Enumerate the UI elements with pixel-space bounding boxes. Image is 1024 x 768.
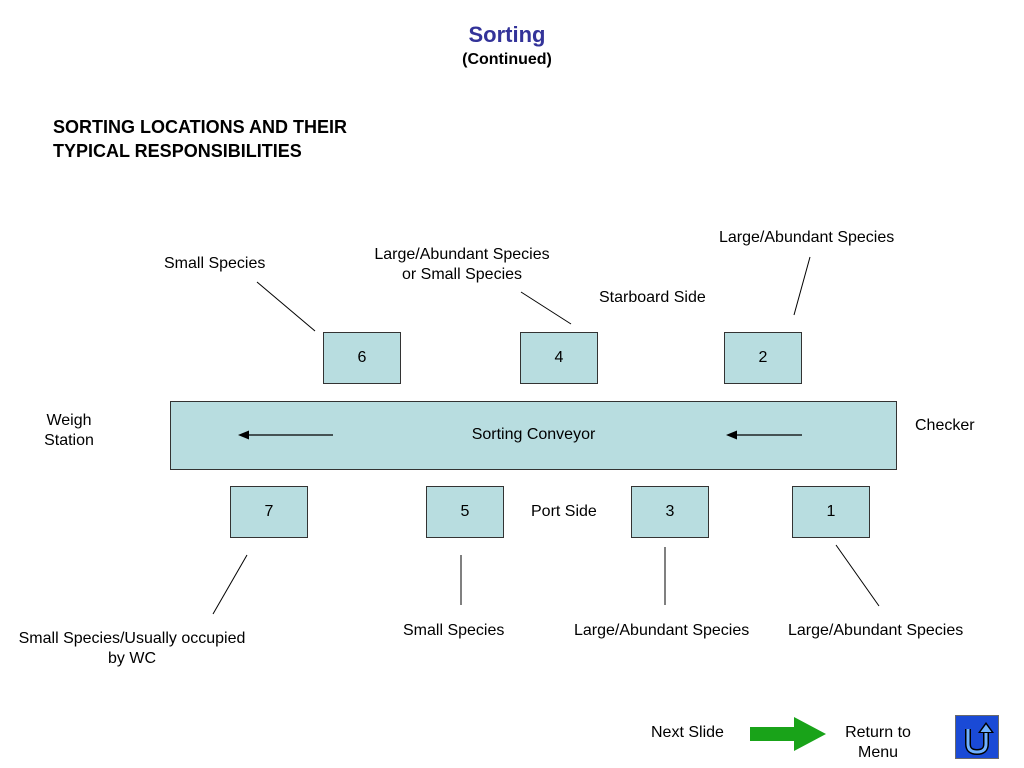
section-heading-line1: SORTING LOCATIONS AND THEIR bbox=[53, 117, 347, 137]
station-2: 2 bbox=[724, 332, 802, 384]
weigh-station-line1: Weigh bbox=[46, 412, 92, 429]
callout-station-6: Small Species bbox=[164, 255, 266, 272]
station-5-number: 5 bbox=[460, 503, 470, 520]
callout-station-2: Large/Abundant Species bbox=[719, 229, 895, 246]
station-6: 6 bbox=[323, 332, 401, 384]
station-1-number: 1 bbox=[826, 503, 836, 520]
return-to-menu-line1: Return to bbox=[845, 724, 911, 741]
station-4-number: 4 bbox=[554, 349, 564, 366]
next-slide-label: Next Slide bbox=[651, 724, 724, 741]
callout-station-7-line2: by WC bbox=[108, 650, 156, 667]
starboard-side-label: Starboard Side bbox=[599, 289, 706, 306]
section-heading: SORTING LOCATIONS AND THEIR TYPICAL RESP… bbox=[53, 115, 413, 163]
connector-1 bbox=[835, 544, 880, 607]
slide-title: Sorting bbox=[468, 22, 546, 47]
u-turn-arrow-icon bbox=[965, 722, 994, 756]
callout-station-4-line1: Large/Abundant Species bbox=[374, 246, 550, 263]
callout-station-7: Small Species/Usually occupied by WC bbox=[2, 629, 262, 669]
station-7: 7 bbox=[230, 486, 308, 538]
callout-station-4: Large/Abundant Species or Small Species bbox=[352, 245, 572, 285]
station-7-number: 7 bbox=[264, 503, 274, 520]
conveyor-arrowhead-left bbox=[238, 430, 249, 440]
connector-6 bbox=[256, 281, 316, 332]
slide-subtitle: (Continued) bbox=[462, 51, 552, 68]
return-to-menu-label: Return to Menu bbox=[830, 723, 926, 763]
station-1: 1 bbox=[792, 486, 870, 538]
conveyor-arrowhead-right bbox=[726, 430, 737, 440]
callout-station-7-line1: Small Species/Usually occupied bbox=[18, 630, 246, 647]
conveyor-label: Sorting Conveyor bbox=[471, 426, 596, 443]
station-6-number: 6 bbox=[357, 349, 367, 366]
connector-4 bbox=[520, 291, 572, 325]
station-2-number: 2 bbox=[758, 349, 768, 366]
checker-label: Checker bbox=[915, 417, 975, 434]
weigh-station-label: Weigh Station bbox=[30, 411, 108, 451]
station-4: 4 bbox=[520, 332, 598, 384]
next-arrow-shape bbox=[750, 717, 826, 751]
callout-station-3: Large/Abundant Species bbox=[574, 622, 750, 639]
connector-2 bbox=[793, 256, 811, 316]
station-3-number: 3 bbox=[665, 503, 675, 520]
station-3: 3 bbox=[631, 486, 709, 538]
callout-station-1: Large/Abundant Species bbox=[788, 622, 964, 639]
weigh-station-line2: Station bbox=[44, 432, 94, 449]
next-slide-arrow-icon[interactable] bbox=[750, 716, 830, 752]
return-to-menu-button[interactable] bbox=[955, 715, 999, 759]
section-heading-line2: TYPICAL RESPONSIBILITIES bbox=[53, 141, 302, 161]
connector-7 bbox=[212, 554, 248, 615]
port-side-label: Port Side bbox=[531, 503, 597, 520]
return-to-menu-line2: Menu bbox=[857, 744, 899, 761]
callout-station-4-line2: or Small Species bbox=[401, 266, 523, 283]
callout-station-5: Small Species bbox=[403, 622, 505, 639]
station-5: 5 bbox=[426, 486, 504, 538]
